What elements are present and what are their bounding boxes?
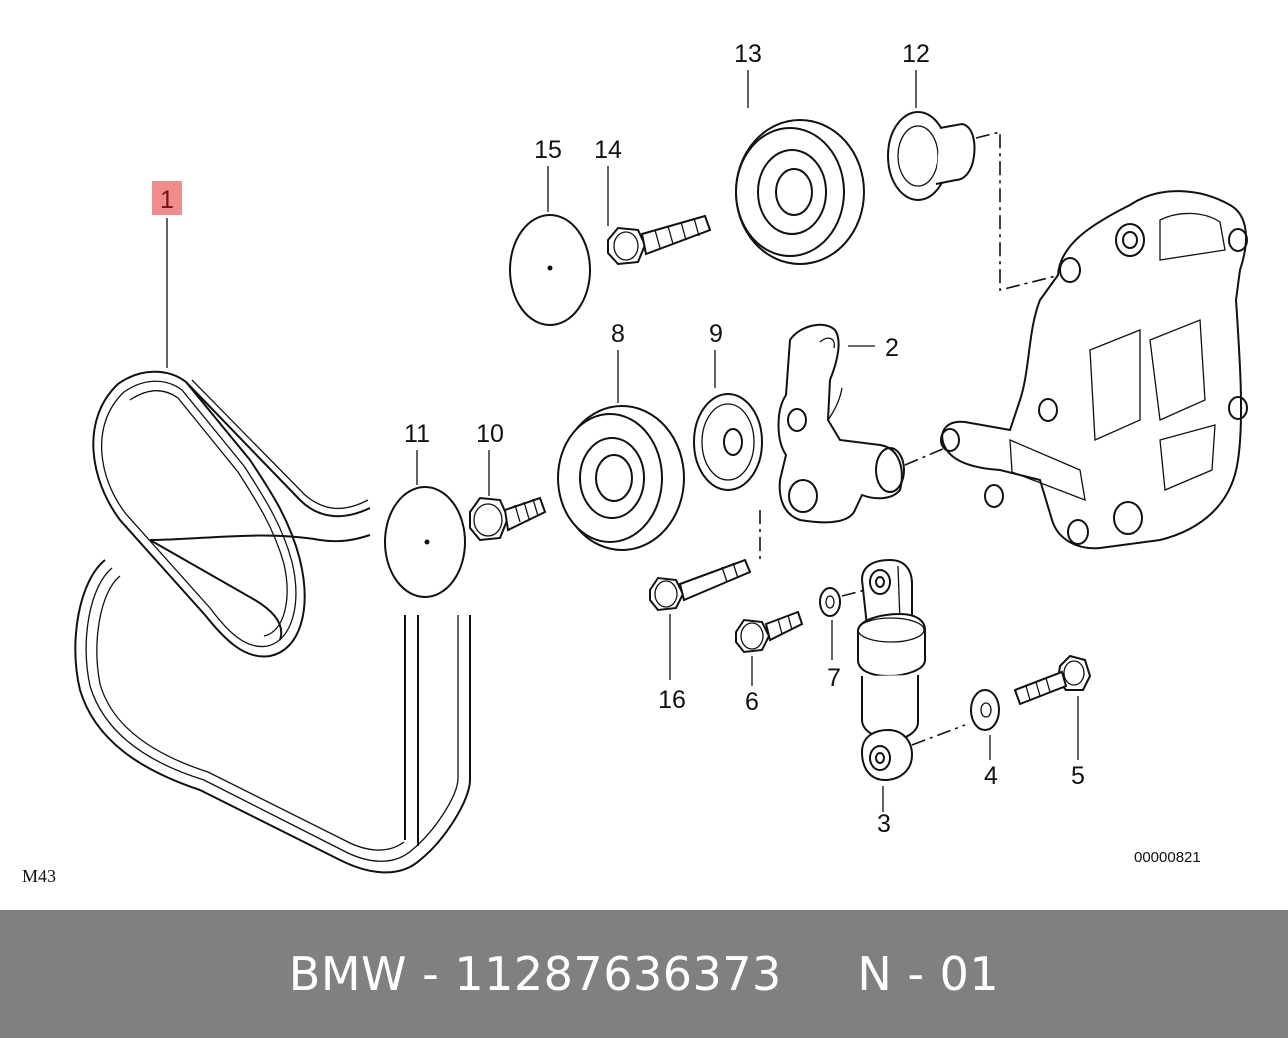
- callout-15[interactable]: 15: [534, 136, 562, 164]
- parts-diagram: 1 2 3 4 5 6 7 8 9 10 11 12 13 14 15 16 M…: [22, 40, 1248, 886]
- part-2-tensioner-arm[interactable]: [759, 323, 946, 560]
- callout-7[interactable]: 7: [827, 664, 841, 692]
- part-15-cover-cap[interactable]: [509, 214, 591, 326]
- callout-3[interactable]: 3: [877, 810, 891, 838]
- part-13-idler-pulley[interactable]: [735, 119, 865, 265]
- group-label: M43: [22, 866, 56, 886]
- callout-1[interactable]: 1: [152, 181, 182, 215]
- callout-12[interactable]: 12: [902, 40, 930, 68]
- leader-lines: [166, 70, 1079, 812]
- callout-10[interactable]: 10: [476, 420, 504, 448]
- part-14-bolt[interactable]: [607, 214, 712, 266]
- svg-text:1: 1: [160, 186, 174, 214]
- callout-2[interactable]: 2: [885, 334, 899, 362]
- part-3-shock-absorber[interactable]: [857, 558, 966, 782]
- callout-13[interactable]: 13: [734, 40, 762, 68]
- image-code: 00000821: [1134, 849, 1201, 866]
- callout-16[interactable]: 16: [658, 686, 686, 714]
- part-11-cover-cap[interactable]: [384, 486, 466, 598]
- callout-9[interactable]: 9: [709, 320, 723, 348]
- engine-bracket-housing: [940, 190, 1248, 550]
- part-4-washer[interactable]: [970, 689, 1000, 731]
- part-5-bolt[interactable]: [1013, 654, 1092, 706]
- part-12-bushing[interactable]: [887, 111, 1061, 292]
- part-6-bolt[interactable]: [735, 610, 804, 654]
- callout-4[interactable]: 4: [984, 762, 998, 790]
- callout-14[interactable]: 14: [594, 136, 622, 164]
- part-number-caption: BMW - 11287636373 N - 01: [288, 947, 1000, 1001]
- callout-6[interactable]: 6: [745, 688, 759, 716]
- part-10-bolt[interactable]: [469, 496, 547, 542]
- part-16-bolt[interactable]: [649, 558, 752, 612]
- part-8-idler-pulley[interactable]: [557, 405, 685, 551]
- part-1-ribbed-belt[interactable]: [74, 370, 471, 874]
- part-9-disc-washer[interactable]: [693, 393, 763, 491]
- callout-5[interactable]: 5: [1071, 762, 1085, 790]
- callout-8[interactable]: 8: [611, 320, 625, 348]
- footer-bar: BMW - 11287636373 N - 01: [0, 910, 1288, 1038]
- callout-11[interactable]: 11: [404, 420, 430, 448]
- part-7-washer[interactable]: [819, 587, 866, 617]
